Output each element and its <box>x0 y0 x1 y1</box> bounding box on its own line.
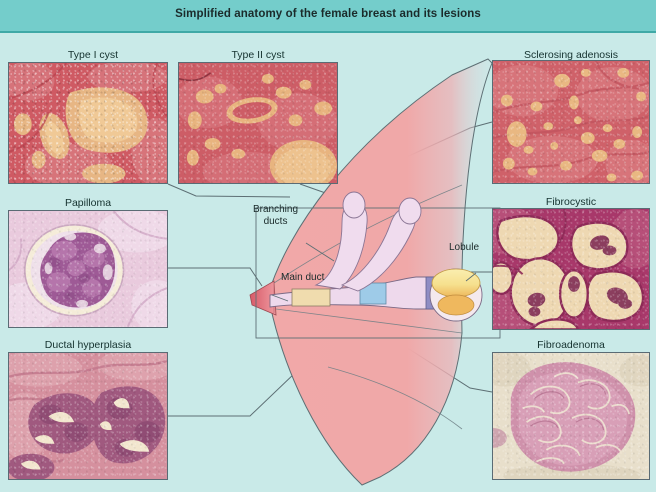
label-branching-ducts-line1: Branching <box>253 204 299 215</box>
histology-panel-fibrocystic[interactable] <box>492 208 650 330</box>
panel-label-ductal-hyperplasia: Ductal hyperplasia <box>44 339 132 351</box>
papilloma-grain <box>9 211 167 327</box>
figure-title: Simplified anatomy of the female breast … <box>175 8 481 20</box>
histology-panel-papilloma[interactable] <box>8 210 168 328</box>
fibrocystic-grain <box>493 209 649 329</box>
panel-label-type-ii-cyst: Type II cyst <box>231 49 285 61</box>
label-branching-ducts-line2: ducts <box>263 216 288 227</box>
fibroadenoma-image <box>493 353 649 479</box>
lobule-structure <box>429 268 483 322</box>
ductal-hyperplasia-grain <box>9 353 167 479</box>
type-ii-cyst-grain <box>179 63 337 183</box>
histology-panel-ductal-hyperplasia[interactable] <box>8 352 168 480</box>
duct-segment-tan <box>291 288 331 307</box>
type-i-cyst-image <box>9 63 167 183</box>
type-i-cyst-grain <box>9 63 167 183</box>
nipple <box>249 280 277 316</box>
papilloma-image <box>9 211 167 327</box>
ductal-hyperplasia-image <box>9 353 167 479</box>
panel-label-fibroadenoma: Fibroadenoma <box>537 339 605 351</box>
histology-panel-type-i-cyst[interactable] <box>8 62 168 184</box>
fibroadenoma-grain <box>493 353 649 479</box>
panel-label-fibrocystic: Fibrocystic <box>545 196 597 208</box>
panel-label-papilloma: Papilloma <box>64 197 112 209</box>
label-lobule: Lobule <box>449 242 480 253</box>
panel-label-type-i-cyst: Type I cyst <box>67 49 119 61</box>
duct-segment-blue <box>359 282 387 305</box>
sclerosing-adenosis-image <box>493 61 649 183</box>
main-duct-leader-line <box>271 294 289 302</box>
sclerosing-adenosis-grain <box>493 61 649 183</box>
panel-label-sclerosing-adenosis: Sclerosing adenosis <box>524 49 618 61</box>
branching-ducts-leader-line <box>305 242 335 262</box>
histology-panel-fibroadenoma[interactable] <box>492 352 650 480</box>
histology-panel-sclerosing-adenosis[interactable] <box>492 60 650 184</box>
label-main-duct: Main duct <box>281 272 325 283</box>
lobule-leader-line <box>465 272 477 282</box>
branching-ducts-structure <box>314 191 422 292</box>
histology-panel-type-ii-cyst[interactable] <box>178 62 338 184</box>
label-branching-ducts: Branching ducts <box>253 204 298 228</box>
figure-header-bar: Simplified anatomy of the female breast … <box>0 0 656 33</box>
fibrocystic-image <box>493 209 649 329</box>
breast-anatomy-diagram <box>249 58 501 486</box>
type-ii-cyst-image <box>179 63 337 183</box>
